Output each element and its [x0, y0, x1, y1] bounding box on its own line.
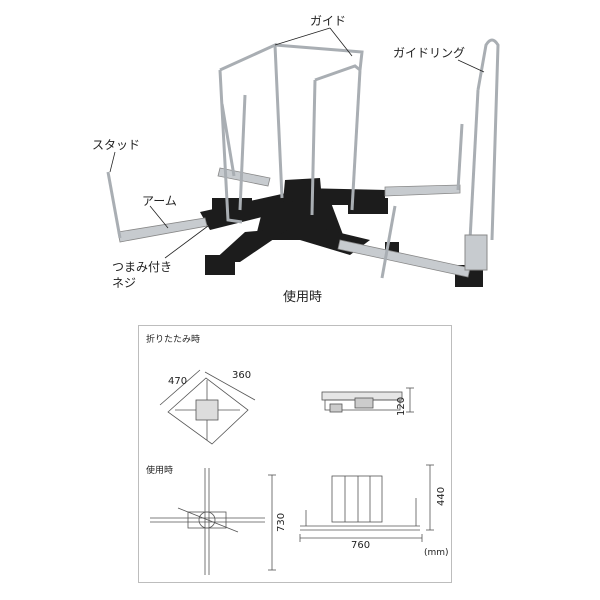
label-stud: スタッド	[92, 138, 141, 152]
dim-use-width: 760	[351, 540, 371, 551]
photo-caption: 使用時	[283, 290, 323, 305]
use-side-view	[299, 464, 434, 542]
guide-ring	[464, 38, 500, 271]
dimension-drawing-frame	[138, 325, 452, 583]
leader-lines	[109, 27, 485, 259]
folded-side-view	[321, 387, 414, 413]
label-guide: ガイド	[310, 14, 347, 28]
dim-folded-width: 470	[168, 376, 188, 387]
studs	[106, 103, 464, 279]
dim-use-depth: 730	[276, 512, 287, 532]
in-use-title: 使用時	[146, 466, 174, 476]
dim-use-height: 440	[436, 486, 447, 506]
stand-illustration	[106, 27, 500, 287]
arms	[117, 167, 471, 278]
folded-top-view	[159, 369, 256, 445]
label-knob-screw-1: つまみ付き	[112, 260, 173, 274]
label-arm: アーム	[142, 194, 177, 208]
use-top-view	[150, 468, 276, 575]
dim-folded-depth: 360	[232, 370, 252, 381]
unit-label: (mm)	[424, 548, 449, 558]
label-knob-screw-2: ネジ	[112, 276, 137, 290]
dim-folded-height: 120	[396, 396, 407, 416]
label-guide-ring: ガイドリング	[393, 46, 466, 60]
folded-title: 折りたたみ時	[146, 335, 201, 345]
